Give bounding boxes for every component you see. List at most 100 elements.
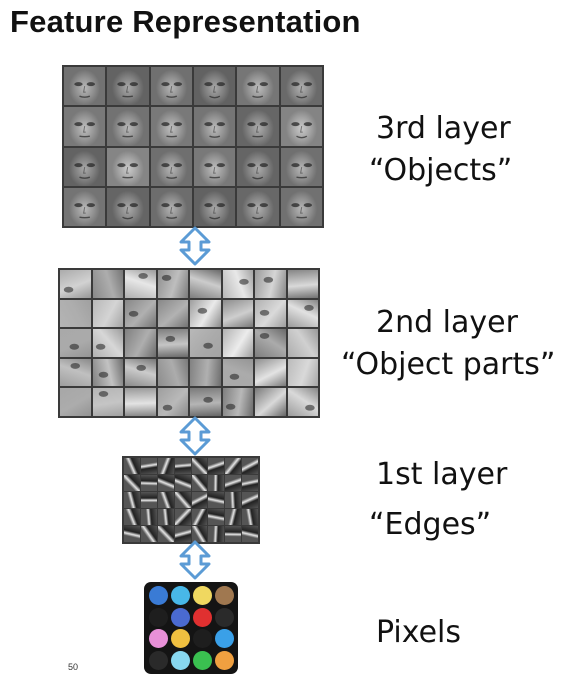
object-part-tile [92, 329, 123, 357]
face-feature-tile [193, 67, 236, 106]
face-feature-tile [64, 187, 106, 226]
double-arrow-icon [179, 226, 211, 266]
edge-filter-tile [242, 492, 258, 508]
faces-feature-grid [62, 65, 324, 228]
edge-filter-tile [191, 526, 208, 542]
face-feature-tile [193, 187, 236, 226]
object-part-tile [222, 299, 253, 328]
object-part-tile [60, 270, 91, 298]
edge-filter-tile [225, 509, 242, 525]
face-feature-tile [280, 187, 322, 226]
face-feature-tile [107, 187, 149, 226]
edge-filter-tile [208, 509, 225, 525]
pixel-dot [192, 650, 212, 670]
pixel-dot [214, 629, 234, 649]
edge-filter-tile [140, 509, 157, 525]
edge-filter-tile [157, 526, 174, 542]
layer1-description: “Edges” [369, 507, 492, 542]
edge-filter-tile [191, 509, 208, 525]
object-part-tile [60, 329, 91, 357]
edge-filter-tile [140, 458, 157, 474]
object-part-tile [190, 388, 221, 416]
edge-filter-tile [242, 509, 258, 525]
pixel-dot [148, 607, 168, 627]
object-part-tile [92, 299, 123, 328]
face-feature-tile [237, 147, 279, 186]
face-feature-tile [107, 147, 149, 186]
face-feature-tile [193, 147, 236, 186]
pixel-dot [170, 629, 190, 649]
edge-filter-tile [225, 475, 242, 491]
face-feature-tile [64, 107, 106, 146]
edge-filter-tile [174, 458, 191, 474]
object-part-tile [125, 358, 156, 387]
edge-filter-tile [225, 458, 242, 474]
pixel-dot [214, 607, 234, 627]
pixel-dot [192, 586, 212, 606]
edge-filter-tile [174, 475, 191, 491]
object-part-tile [157, 358, 188, 387]
object-part-tile [287, 329, 318, 357]
face-feature-tile [64, 67, 106, 106]
edge-filter-tile [140, 526, 157, 542]
face-feature-tile [107, 67, 149, 106]
face-feature-tile [150, 67, 192, 106]
object-part-tile [157, 329, 188, 357]
object-part-tile [255, 299, 286, 328]
pixel-dot [170, 607, 190, 627]
edge-filter-tile [208, 526, 225, 542]
edge-filter-tile [174, 492, 191, 508]
pixel-dot [170, 650, 190, 670]
object-part-tile [157, 270, 188, 298]
object-part-tile [222, 358, 253, 387]
layer3-description: “Objects” [369, 153, 513, 188]
face-feature-tile [150, 147, 192, 186]
edge-filter-tile [157, 458, 174, 474]
object-part-tile [190, 270, 221, 298]
edge-filter-tile [208, 475, 225, 491]
layer3-name: 3rd layer [376, 111, 511, 146]
layer1-name: 1st layer [376, 457, 508, 492]
object-part-tile [92, 270, 123, 298]
double-arrow-icon [179, 540, 211, 580]
object-part-tile [190, 299, 221, 328]
face-feature-tile [107, 107, 149, 146]
object-part-tile [287, 270, 318, 298]
face-feature-tile [64, 147, 106, 186]
layer2-name: 2nd layer [376, 305, 518, 340]
edge-filter-tile [140, 492, 157, 508]
pixel-dot [214, 650, 234, 670]
object-part-tile [92, 388, 123, 416]
edge-filter-tile [174, 526, 191, 542]
page-number: 50 [68, 662, 79, 672]
edge-filter-tile [124, 526, 140, 542]
object-part-tile [125, 299, 156, 328]
object-part-tile [125, 388, 156, 416]
object-part-tile [255, 270, 286, 298]
edge-filter-tile [157, 492, 174, 508]
face-feature-tile [150, 107, 192, 146]
object-part-tile [60, 299, 91, 328]
pixels-label: Pixels [376, 615, 462, 650]
object-part-tile [287, 299, 318, 328]
object-part-tile [190, 358, 221, 387]
edge-filter-tile [140, 475, 157, 491]
pixel-dot [192, 607, 212, 627]
edge-filter-tile [242, 475, 258, 491]
edge-filter-tile [208, 492, 225, 508]
pixel-dot [148, 629, 168, 649]
object-part-tile [287, 388, 318, 416]
object-part-tile [157, 299, 188, 328]
face-feature-tile [280, 147, 322, 186]
face-feature-tile [280, 67, 322, 106]
edge-filter-tile [191, 458, 208, 474]
pixel-dot [192, 629, 212, 649]
double-arrow-icon [179, 416, 211, 456]
edge-filter-tile [225, 492, 242, 508]
edge-filter-tile [124, 509, 140, 525]
object-part-tile [222, 388, 253, 416]
object-part-tile [222, 329, 253, 357]
object-part-tile [125, 270, 156, 298]
edge-filter-tile [242, 526, 258, 542]
edge-filter-tile [191, 475, 208, 491]
